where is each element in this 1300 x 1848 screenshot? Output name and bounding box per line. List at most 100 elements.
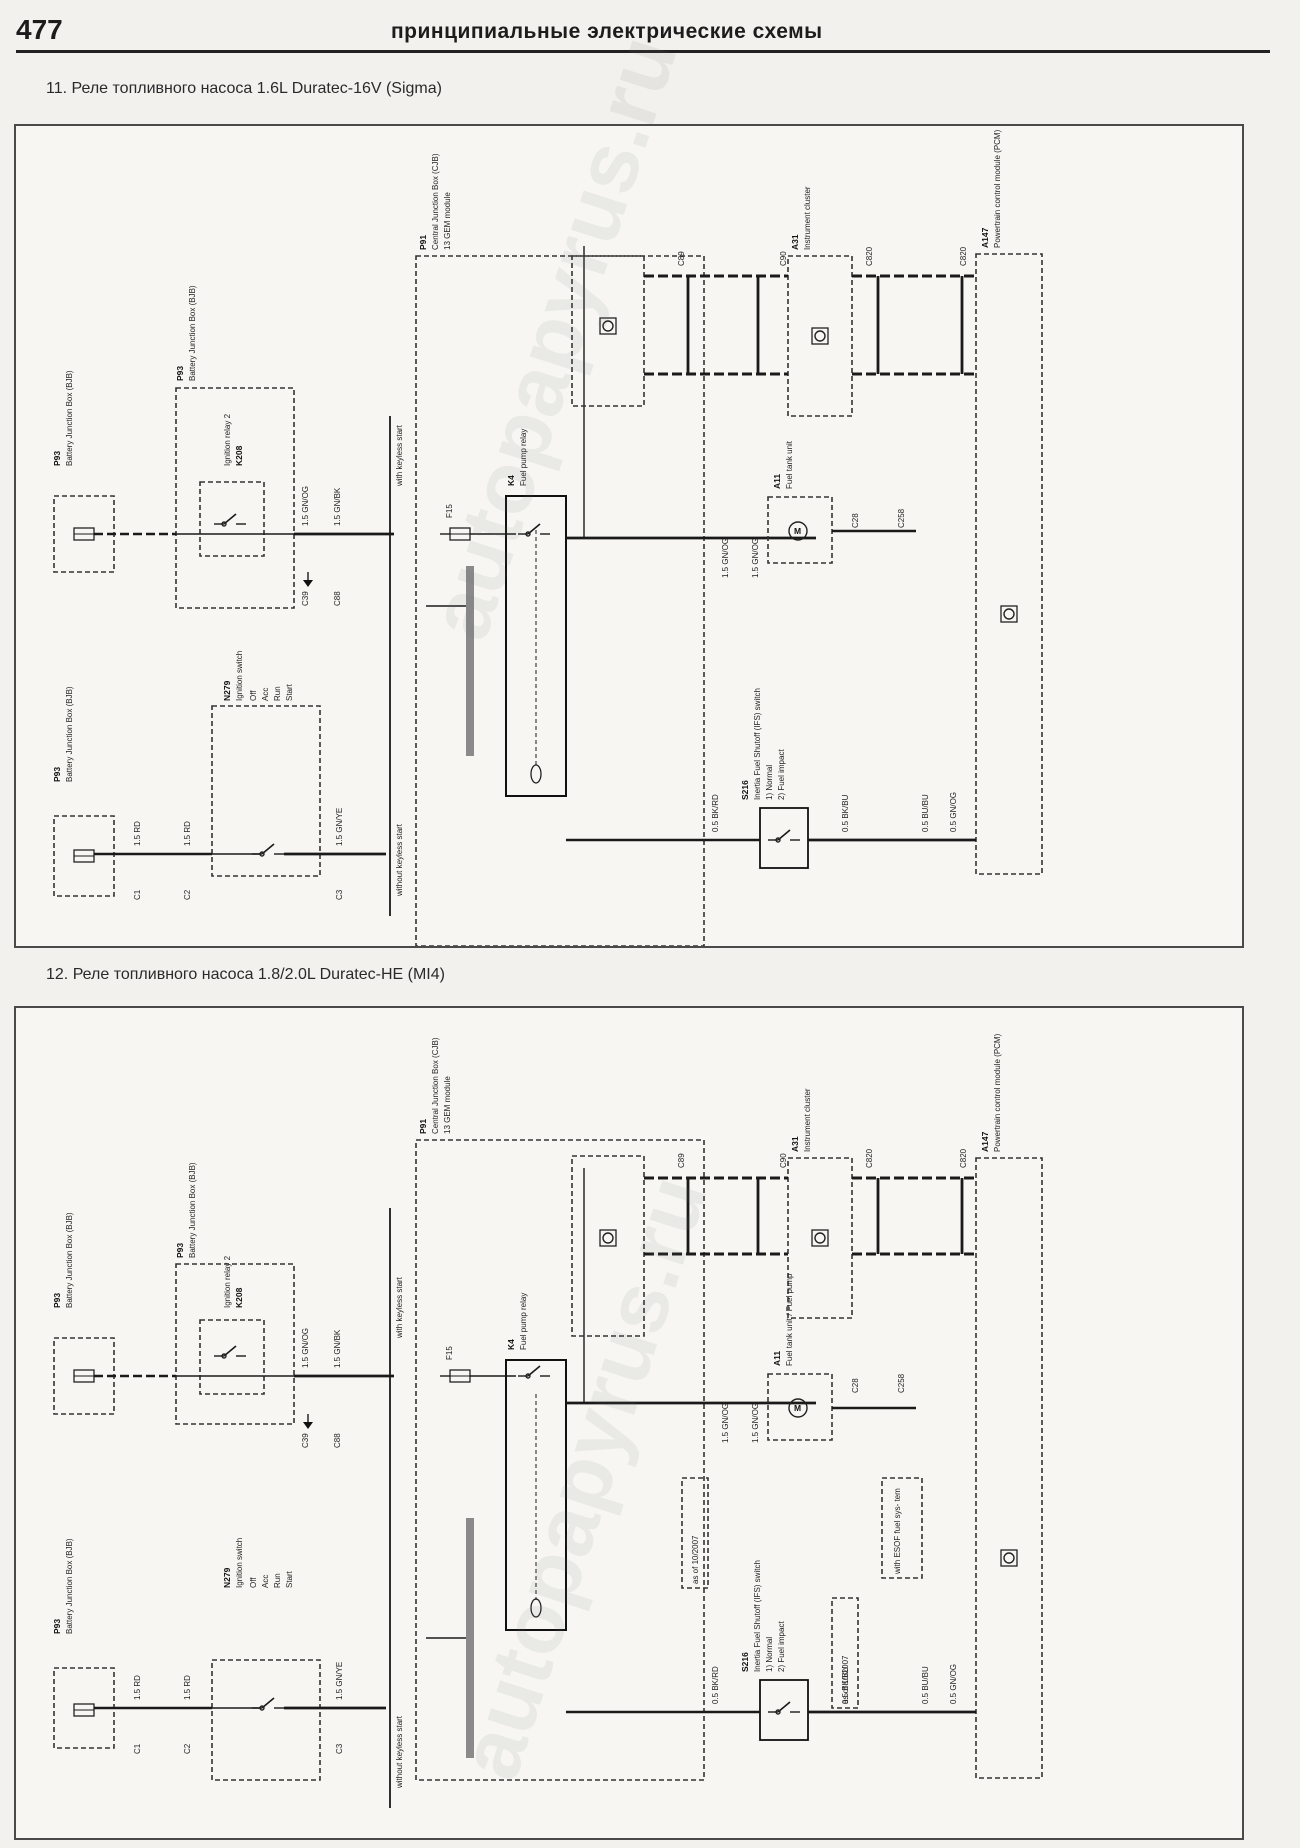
- cjb-gem: 13 GEM module: [443, 1076, 452, 1134]
- inertia-ref: S216: [740, 780, 750, 800]
- wire-label-4: 1.5 GN/YE: [335, 808, 344, 846]
- conn-label-1: C39: [301, 1433, 310, 1448]
- conn-label-2: C88: [333, 1433, 342, 1448]
- ignition-relay-box: [175, 387, 295, 609]
- ign-relay-ref: K208: [234, 445, 244, 466]
- conn-c3: C3: [335, 1743, 344, 1754]
- ign-switch-off: Off: [249, 1577, 258, 1588]
- without-keyless-label: without keyless start: [395, 1715, 404, 1789]
- fuel-pump-motor-m: M: [794, 1403, 801, 1413]
- option-box-1: [681, 1477, 709, 1589]
- wire-label-pump-1: 1.5 GN/OG: [721, 1403, 730, 1443]
- ic-ref: A31: [790, 234, 800, 250]
- bjb-upper-ref: P93: [52, 451, 62, 466]
- esof-box: [881, 1477, 923, 1579]
- wire-label-pump-2: 1.5 GN/OG: [751, 538, 760, 578]
- page-number: 477: [16, 14, 63, 45]
- wire-label-7: 0.5 BU/BU: [921, 1666, 930, 1704]
- relay-ref: K4: [506, 475, 516, 486]
- ign-relay-name: Ignition relay 2: [223, 413, 232, 466]
- pcm-icon-inner: [1003, 1552, 1015, 1564]
- ign-switch-acc: Acc: [261, 688, 270, 701]
- inertia-switch-box: [759, 1679, 809, 1741]
- ic-name: Instrument cluster: [803, 186, 812, 250]
- gem-module-icon: [599, 1229, 617, 1247]
- cjb-fuse-label: F15: [445, 1346, 454, 1360]
- fuel-tank-ref: A11: [772, 1351, 782, 1366]
- page-title: принципиальные электрические схемы: [391, 20, 823, 43]
- instrument-cluster-icon: [811, 1229, 829, 1247]
- option-box-2: [831, 1597, 859, 1709]
- cjb-ref: P91: [418, 235, 428, 250]
- conn-label-6: C820: [959, 246, 968, 266]
- fuel-pump-relay-coil: [530, 1598, 542, 1618]
- instrument-cluster-box: [787, 1157, 853, 1319]
- pcm-icon-inner: [1003, 608, 1015, 620]
- ignition-relay-box: [175, 1263, 295, 1425]
- pcm-box: [975, 1157, 1043, 1779]
- ign-relay-bjb: Battery Junction Box (BJB): [188, 285, 197, 381]
- wire-label-3: 1.5 RD: [133, 821, 142, 846]
- ic-name: Instrument cluster: [803, 1088, 812, 1152]
- conn-label-5: C820: [865, 1148, 874, 1168]
- ignition-relay-switch-pivot: [221, 521, 227, 527]
- wire-label-4: 1.5 GN/YE: [335, 1662, 344, 1700]
- fuel-tank-name: Fuel tank unit / Fuel pump: [785, 1273, 794, 1366]
- ign-relay-ref: K208: [234, 1287, 244, 1308]
- wire-label-pump-2: 1.5 GN/OG: [751, 1403, 760, 1443]
- fuel-pump-relay-coil: [530, 764, 542, 784]
- wire-label-8: 0.5 GN/OG: [949, 1664, 958, 1704]
- inertia-switch-contact-pivot: [775, 837, 781, 843]
- conn-label-6: C820: [959, 1148, 968, 1168]
- conn-label-7: C28: [851, 513, 860, 528]
- fuel-pump-relay-contact-pivot: [525, 1373, 531, 1379]
- ign-relay-name: Ignition relay 2: [223, 1255, 232, 1308]
- cjb-bus-bar: [466, 566, 474, 756]
- with-keyless-label: with keyless start: [395, 1276, 404, 1339]
- gem-module-icon-inner: [602, 1232, 614, 1244]
- cjb-fuse-label: F15: [445, 504, 454, 518]
- cjb-bus-bar: [466, 1518, 474, 1758]
- conn-c3: C3: [335, 889, 344, 900]
- option-label-1: as of 10/2007: [691, 1535, 700, 1584]
- pcm-icon: [1000, 1549, 1018, 1567]
- conn-c2: C2: [183, 1743, 192, 1754]
- pcm-ref: A147: [980, 227, 990, 248]
- relay-ref: K4: [506, 1339, 516, 1350]
- cjb-name: Central Junction Box (CJB): [431, 1037, 440, 1134]
- conn-label-3: C89: [677, 1153, 686, 1168]
- ign-relay-p93: P93: [175, 366, 185, 381]
- fuel-pump-relay-contact-pivot: [525, 531, 531, 537]
- conn-label-1: C39: [301, 591, 310, 606]
- wire-label-2: 1.5 GN/BK: [333, 487, 342, 526]
- bjb-upper-name: Battery Junction Box (BJB): [65, 1212, 74, 1308]
- cjb-box: [415, 1139, 705, 1781]
- instrument-cluster-box: [787, 255, 853, 417]
- wire-label-8: 0.5 GN/OG: [949, 792, 958, 832]
- conn-c1: C1: [133, 889, 142, 900]
- conn-label-3: C89: [677, 251, 686, 266]
- inertia-ref: S216: [740, 1652, 750, 1672]
- without-keyless-label: without keyless start: [395, 823, 404, 897]
- wire-label-3: 1.5 RD: [133, 1675, 142, 1700]
- ign-switch-run: Run: [273, 1573, 282, 1588]
- conn-c2: C2: [183, 889, 192, 900]
- bjb-upper-ref: P93: [52, 1293, 62, 1308]
- wire-label-5: 0.5 BK/RD: [711, 794, 720, 832]
- ign-switch-name: Ignition switch: [235, 1538, 244, 1588]
- conn-label-8: C258: [897, 1373, 906, 1393]
- fuel-pump-motor-m: M: [794, 526, 801, 536]
- instrument-cluster-icon: [811, 327, 829, 345]
- conn-label-8: C258: [897, 508, 906, 528]
- fuel-pump-motor: [788, 521, 808, 541]
- wire-label-7: 0.5 BU/BU: [921, 794, 930, 832]
- wire-label-6: 0.5 BK/BU: [841, 1666, 850, 1704]
- ign-switch-ref: N279: [222, 1567, 232, 1588]
- cjb-name: Central Junction Box (CJB): [431, 153, 440, 250]
- inertia-normal: 1) Normal: [765, 765, 774, 800]
- fuel-tank-name: Fuel tank unit: [785, 440, 794, 489]
- ign-switch-name: Ignition switch: [235, 651, 244, 701]
- page-header: 477 принципиальные электрические схемы: [16, 12, 1270, 53]
